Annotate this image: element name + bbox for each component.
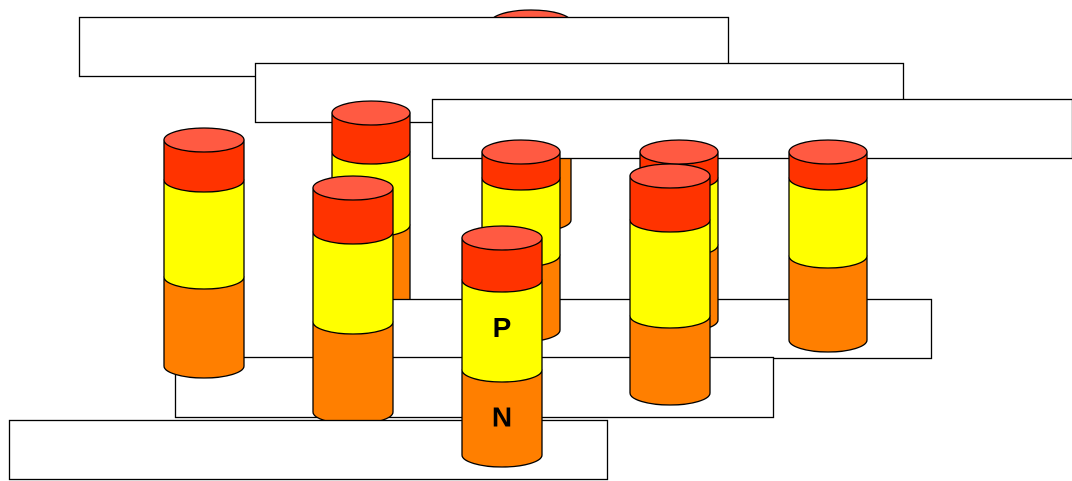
cap-segment <box>461 237 543 293</box>
n-layer-segment <box>788 255 868 353</box>
cap-segment <box>163 139 245 193</box>
cap-top <box>639 139 719 165</box>
pillar-front-mid <box>312 175 394 425</box>
n-layer-label: N <box>492 402 512 433</box>
cap-segment <box>331 112 411 165</box>
cap-top <box>163 127 245 153</box>
cap-top <box>629 163 711 189</box>
p-layer-label: P <box>493 312 512 343</box>
n-layer-segment <box>461 369 543 468</box>
cap-top <box>461 225 543 251</box>
cap-top <box>788 139 868 165</box>
cap-segment <box>312 187 394 245</box>
cap-top <box>481 139 561 165</box>
cap-segment <box>629 175 711 233</box>
pillar-front-right <box>629 163 711 406</box>
p-layer-segment <box>163 179 245 290</box>
p-layer-segment <box>461 279 543 383</box>
p-layer-segment <box>788 177 868 269</box>
pillar-far-right <box>788 139 868 353</box>
p-layer-segment <box>312 231 394 335</box>
cap-top <box>331 100 411 126</box>
p-layer-segment <box>629 219 711 329</box>
cap-top <box>312 175 394 201</box>
pillar-front-left <box>163 127 245 379</box>
n-layer-segment <box>163 276 245 379</box>
pillar-center-labeled: PN <box>461 225 543 468</box>
n-layer-segment <box>312 321 394 425</box>
n-layer-segment <box>629 315 711 406</box>
